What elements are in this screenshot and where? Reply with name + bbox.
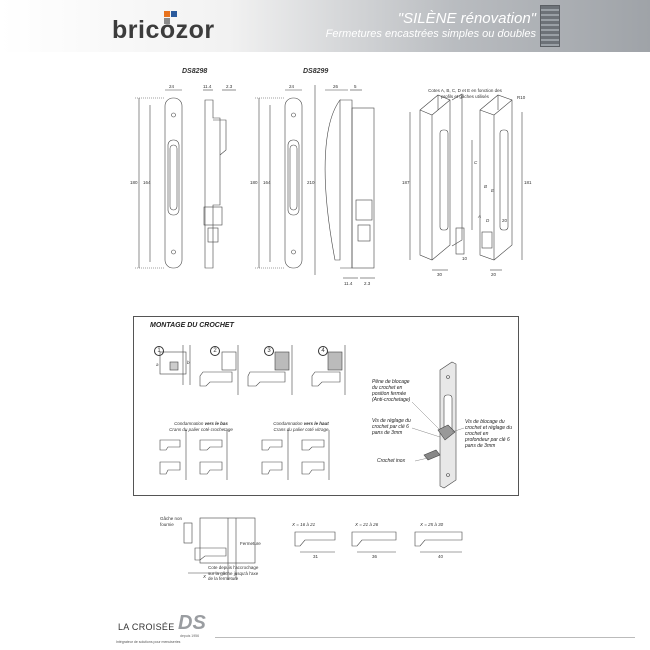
montage-step-2	[199, 345, 239, 395]
ref-ds8299: DS8299	[303, 68, 329, 75]
footer-divider	[215, 637, 635, 638]
document-subtitle: Fermetures encastrées simples ou doubles	[325, 28, 536, 40]
gache-label: Gâche non fournie	[160, 516, 183, 527]
brand-logo: bricozor	[112, 16, 215, 44]
montage-section	[133, 316, 519, 496]
dim-ds8299-offset: 5	[354, 84, 357, 89]
profile-right-3d	[479, 94, 513, 261]
variant-3-range: X = 25 à 30	[420, 522, 444, 527]
dim-ds8299-inner: 164	[263, 180, 271, 185]
dim-profile-b: B	[484, 184, 488, 189]
profile-left-3d	[419, 94, 451, 261]
gache-assembly	[183, 517, 256, 580]
cond-up-caption: Condamnation vers le haut Crans du palie…	[273, 421, 329, 432]
dim-profile-a: A	[478, 214, 482, 219]
dim-ds8298-inner: 164	[143, 180, 151, 185]
dim-profile-c: C	[474, 160, 478, 165]
dim-ds8298-offset: 2.3	[226, 84, 233, 89]
dim-ds8299-depth: 11.4	[344, 281, 353, 286]
dim-ds8298-height: 180	[130, 180, 138, 185]
lock-3d-view	[423, 361, 457, 489]
step-number-1: 1	[154, 346, 164, 356]
dim-ds8299-total: 210	[307, 180, 315, 185]
ds8298-front-plate	[164, 97, 183, 269]
montage-step-1	[159, 345, 191, 385]
cond-down-sketches	[159, 430, 228, 480]
x-label: X	[203, 574, 207, 579]
step-number-3: 3	[264, 346, 274, 356]
crochet-variant-3	[414, 531, 463, 553]
dim-profile-187: 187	[402, 180, 410, 185]
variant-1-dim: 31	[313, 554, 319, 559]
dim-ds8298-width: 24	[169, 84, 175, 89]
dim-profile-20b: 20	[502, 218, 508, 223]
montage-step-3	[247, 345, 293, 395]
screw-icon	[171, 249, 176, 255]
dim-profile-10: 10	[462, 256, 468, 261]
dim-ds8299-height: 180	[250, 180, 258, 185]
shutter-thumbnail	[540, 5, 560, 47]
footer-company: LA CROISÉE	[118, 622, 175, 632]
variant-3-dim: 40	[438, 554, 444, 559]
screw-icon	[171, 112, 176, 118]
crochet-variant-1	[294, 531, 336, 553]
dim-profile-radius: R10	[517, 95, 526, 100]
cond-up-sketches	[261, 430, 330, 480]
dim-ds8298-depth: 11.4	[203, 84, 212, 89]
step-label-b: b	[187, 360, 190, 365]
brand-logo-squares	[164, 11, 178, 25]
ds8298-side-view	[204, 99, 221, 269]
variant-2-range: X = 21 à 26	[355, 522, 379, 527]
dim-ds8299-gap: 2.3	[364, 281, 371, 286]
footer-since: depuis 1956	[180, 634, 200, 638]
callout-crochet: Crochet inox	[377, 458, 406, 464]
ds8299-front-plate	[284, 97, 303, 269]
step-label-a: a	[156, 362, 159, 367]
callout-vis-reglage: Vis de réglage du crochet par clé 6 pans…	[372, 418, 411, 436]
ds8299-handle	[324, 99, 341, 261]
document-title: "SILÈNE rénovation"	[397, 10, 536, 27]
variant-1-range: X = 16 à 21	[292, 522, 316, 527]
callout-vis-blocage: Vis de blocage du crochet et réglage du …	[465, 419, 512, 449]
montage-title: MONTAGE DU CROCHET	[150, 322, 234, 329]
footer-tagline: Intégrateur de solutions pour menuiserie…	[116, 640, 181, 644]
callout-pene: Pêne de blocage du crochet en position f…	[372, 379, 411, 403]
screw-icon	[291, 249, 296, 255]
montage-step-4	[311, 345, 346, 395]
step-number-4: 4	[318, 346, 328, 356]
crochet-variant-2	[351, 531, 397, 553]
screw-icon	[291, 112, 296, 118]
dim-ds8299-width: 24	[289, 84, 295, 89]
dim-profile-30: 30	[437, 272, 443, 277]
variant-2-dim: 36	[372, 554, 378, 559]
dim-profile-181: 181	[524, 180, 532, 185]
ref-ds8298: DS8298	[182, 68, 208, 75]
cond-down-caption: Condamnation vers le bas Crans du palier…	[169, 421, 233, 432]
cote-note: Cote depuis l'accrochage sur la gâche ju…	[208, 565, 259, 581]
fermeture-label: Fermeture	[240, 541, 261, 546]
dim-profile-d: D	[486, 218, 490, 223]
dim-ds8299-handle: 26	[333, 84, 339, 89]
dim-profile-e: E	[491, 188, 495, 193]
dim-profile-20a: 20	[491, 272, 497, 277]
profile-note: Cotes A, B, C, D et E en fonction des pr…	[428, 88, 502, 99]
footer-ds-logo: DS	[178, 612, 206, 634]
step-number-2: 2	[210, 346, 220, 356]
